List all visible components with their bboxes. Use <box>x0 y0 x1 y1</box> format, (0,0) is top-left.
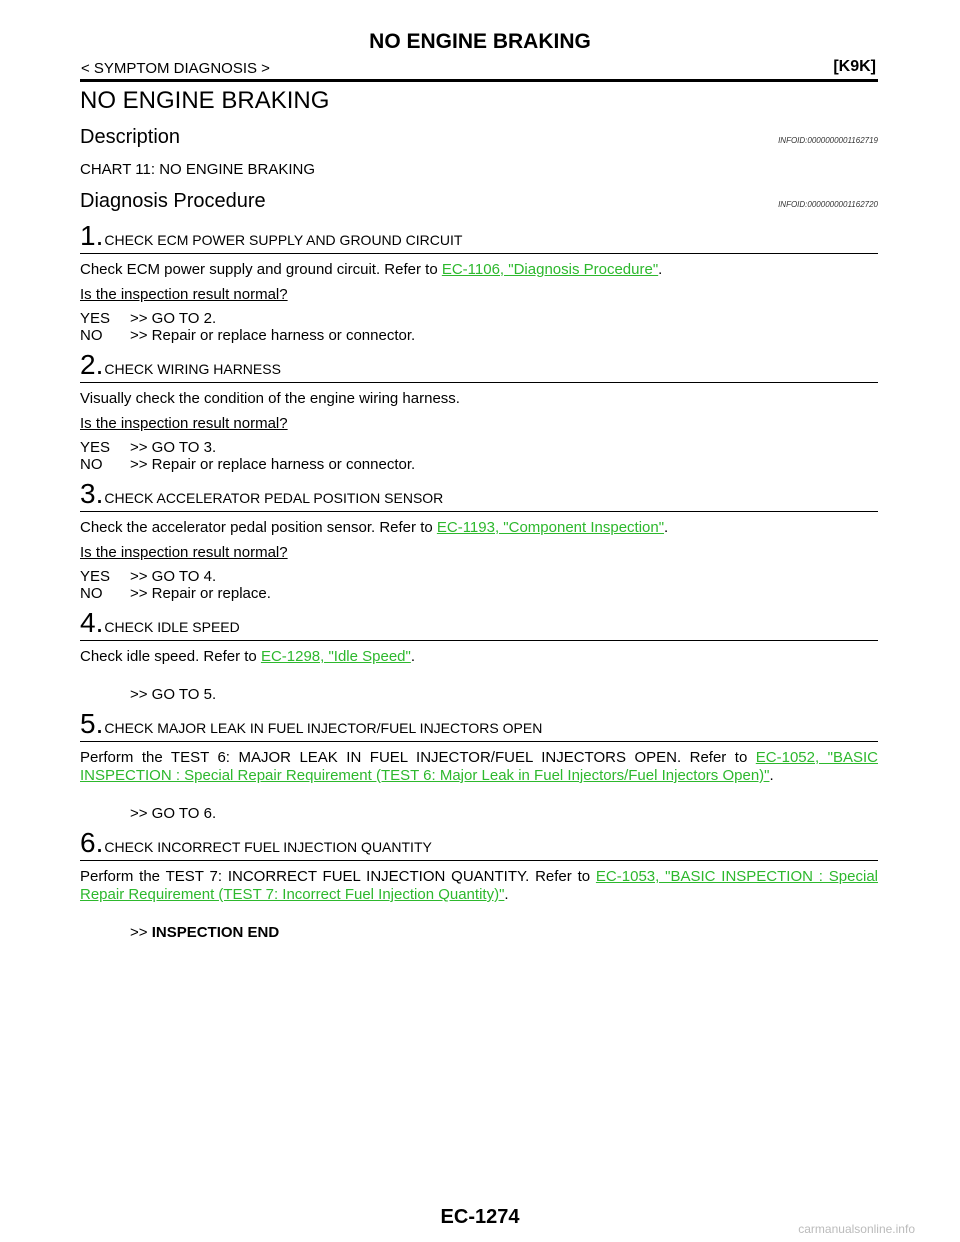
step-number-dot: . <box>95 708 104 739</box>
procedure-heading-row: Diagnosis Procedure INFOID:0000000001162… <box>80 190 878 213</box>
period: . <box>504 886 509 903</box>
step-text: Visually check the condition of the engi… <box>80 390 460 407</box>
step-title: CHECK ACCELERATOR PEDAL POSITION SENSOR <box>104 490 444 506</box>
inspection-end-label: INSPECTION END <box>151 924 280 941</box>
step-number-dot: . <box>95 349 104 380</box>
step-text: Check idle speed. Refer to <box>80 648 261 665</box>
answer-key: YES <box>80 439 111 456</box>
answer-action: >> GO TO 3. <box>130 439 217 456</box>
step-number-dot: . <box>95 478 104 509</box>
step-text: Perform the TEST 7: INCORRECT FUEL INJEC… <box>80 868 596 885</box>
step-6: 6. CHECK INCORRECT FUEL INJECTION QUANTI… <box>80 827 878 941</box>
step-number: 6 <box>80 827 96 858</box>
step-2-header: 2. CHECK WIRING HARNESS <box>80 349 878 383</box>
answer-list: YES >> GO TO 4. NO >> Repair or replace. <box>80 568 878 602</box>
step-instruction: Check idle speed. Refer to EC-1298, "Idl… <box>80 648 878 666</box>
next-step: >> GO TO 5. <box>130 686 217 703</box>
reference-link[interactable]: EC-1052, "BASIC INSPECTION : Special Rep… <box>80 749 878 784</box>
step-title: CHECK INCORRECT FUEL INJECTION QUANTITY <box>104 839 432 855</box>
model-code: [K9K] <box>833 58 876 75</box>
answer-key: NO <box>80 456 103 473</box>
answer-action: >> Repair or replace harness or connecto… <box>130 456 416 473</box>
procedure-heading: Diagnosis Procedure <box>80 190 266 212</box>
step-3: 3. CHECK ACCELERATOR PEDAL POSITION SENS… <box>80 478 878 602</box>
step-title: CHECK WIRING HARNESS <box>104 361 281 377</box>
step-instruction: Perform the TEST 6: MAJOR LEAK IN FUEL I… <box>80 749 878 785</box>
answer-list: YES >> GO TO 3. NO >> Repair or replace ha… <box>80 439 878 473</box>
description-infoid: INFOID:0000000001162719 <box>778 136 878 145</box>
watermark: carmanualsonline.info <box>798 1222 915 1236</box>
answer-yes: YES >> GO TO 4. <box>80 568 878 585</box>
answer-key: NO <box>80 585 103 602</box>
step-instruction: Visually check the condition of the engi… <box>80 390 878 408</box>
period: . <box>658 261 663 278</box>
step-number: 2 <box>80 349 96 380</box>
period: . <box>769 767 774 784</box>
inspection-question: Is the inspection result normal? <box>80 286 288 303</box>
description-text: CHART 11: NO ENGINE BRAKING <box>80 161 316 178</box>
answer-key: NO <box>80 327 103 344</box>
answer-action: >> GO TO 4. <box>130 568 217 585</box>
step-number-dot: . <box>95 607 104 638</box>
step-4: 4. CHECK IDLE SPEED Check idle speed. Re… <box>80 607 878 703</box>
reference-link[interactable]: EC-1298, "Idle Speed" <box>260 648 411 665</box>
step-1: 1. CHECK ECM POWER SUPPLY AND GROUND CIR… <box>80 220 878 344</box>
document-body: NO ENGINE BRAKING Description INFOID:000… <box>80 82 878 941</box>
step-1-header: 1. CHECK ECM POWER SUPPLY AND GROUND CIR… <box>80 220 878 254</box>
step-3-header: 3. CHECK ACCELERATOR PEDAL POSITION SENS… <box>80 478 878 512</box>
step-text: Check the accelerator pedal position sen… <box>80 519 437 536</box>
answer-yes: YES >> GO TO 3. <box>80 439 878 456</box>
step-2: 2. CHECK WIRING HARNESS Visually check t… <box>80 349 878 473</box>
step-number-dot: . <box>95 220 104 251</box>
step-5-header: 5. CHECK MAJOR LEAK IN FUEL INJECTOR/FUE… <box>80 708 878 742</box>
step-text: Check ECM power supply and ground circui… <box>80 261 442 278</box>
procedure-infoid: INFOID:0000000001162720 <box>778 200 878 209</box>
answer-no: NO >> Repair or replace harness or connec… <box>80 327 878 344</box>
inspection-question: Is the inspection result normal? <box>80 544 288 561</box>
step-6-header: 6. CHECK INCORRECT FUEL INJECTION QUANTI… <box>80 827 878 861</box>
header-divider <box>80 79 878 82</box>
page-number: EC-1274 <box>440 1206 520 1228</box>
section-title: NO ENGINE BRAKING <box>80 87 330 114</box>
page-title: NO ENGINE BRAKING <box>369 30 591 53</box>
step-number: 5 <box>80 708 96 739</box>
reference-link[interactable]: EC-1053, "BASIC INSPECTION : Special Rep… <box>80 868 878 903</box>
answer-yes: YES >> GO TO 2. <box>80 310 878 327</box>
answer-no: NO >> Repair or replace. <box>80 585 878 602</box>
answer-list: YES >> GO TO 2. NO >> Repair or replace ha… <box>80 310 878 344</box>
period: . <box>664 519 669 536</box>
next-step: >> GO TO 6. <box>130 805 217 822</box>
step-instruction: Check ECM power supply and ground circui… <box>80 261 878 279</box>
step-instruction: Perform the TEST 7: INCORRECT FUEL INJEC… <box>80 868 878 904</box>
step-title: CHECK ECM POWER SUPPLY AND GROUND CIRCUI… <box>104 232 463 248</box>
answer-key: YES <box>80 310 111 327</box>
step-number: 1 <box>80 220 96 251</box>
answer-key: YES <box>80 568 111 585</box>
answer-no: NO >> Repair or replace harness or connec… <box>80 456 878 473</box>
reference-link[interactable]: EC-1106, "Diagnosis Procedure" <box>441 261 659 278</box>
reference-link[interactable]: EC-1193, "Component Inspection" <box>436 519 665 536</box>
step-number: 4 <box>80 607 96 638</box>
next-step-prefix: >> <box>130 924 152 941</box>
step-instruction: Check the accelerator pedal position sen… <box>80 519 878 537</box>
answer-action: >> GO TO 2. <box>130 310 217 327</box>
step-title: CHECK IDLE SPEED <box>104 619 240 635</box>
description-heading-row: Description INFOID:0000000001162719 <box>80 126 878 149</box>
period: . <box>410 648 416 665</box>
step-text: Perform the TEST 6: MAJOR LEAK IN FUEL I… <box>80 749 756 766</box>
description-heading: Description <box>80 126 181 148</box>
step-title: CHECK MAJOR LEAK IN FUEL INJECTOR/FUEL I… <box>104 720 543 736</box>
answer-action: >> Repair or replace harness or connecto… <box>130 327 416 344</box>
inspection-question: Is the inspection result normal? <box>80 415 288 432</box>
inspection-end: >> INSPECTION END <box>130 924 878 941</box>
step-number: 3 <box>80 478 96 509</box>
breadcrumb: < SYMPTOM DIAGNOSIS > <box>81 60 270 77</box>
step-number-dot: . <box>95 827 104 858</box>
step-5: 5. CHECK MAJOR LEAK IN FUEL INJECTOR/FUE… <box>80 708 878 822</box>
step-4-header: 4. CHECK IDLE SPEED <box>80 607 878 641</box>
answer-action: >> Repair or replace. <box>130 585 271 602</box>
